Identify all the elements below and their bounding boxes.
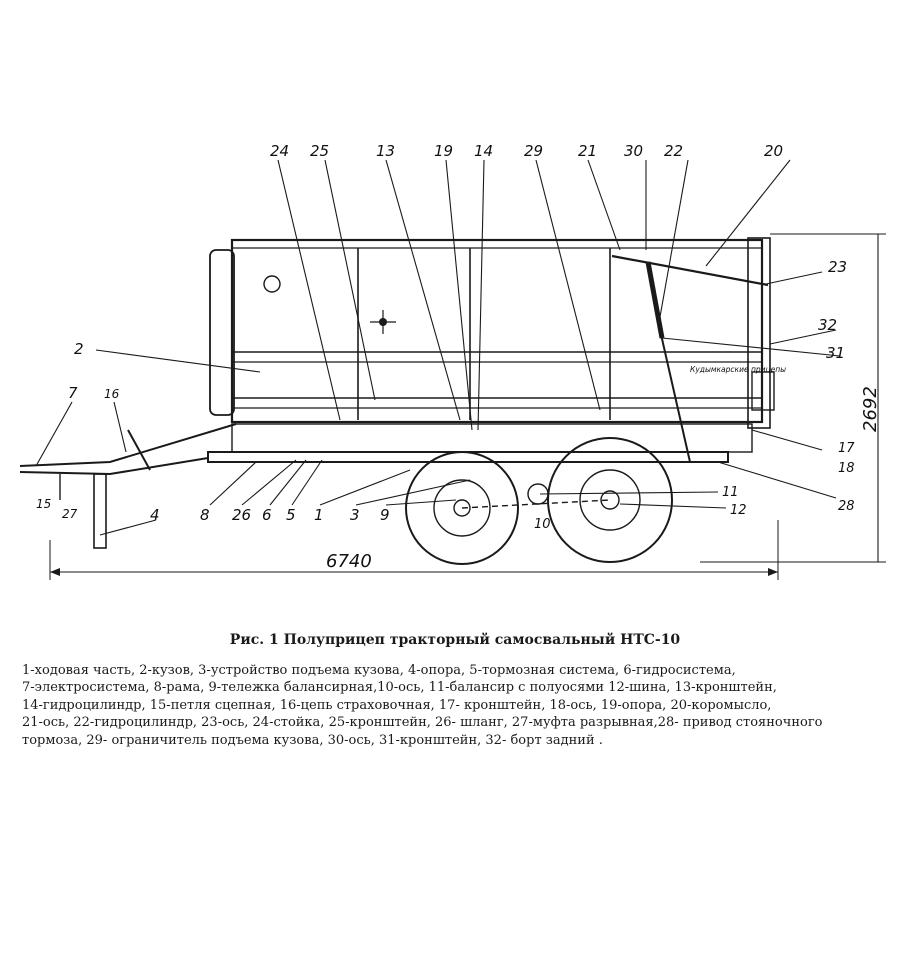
callout-8: 8 (200, 506, 210, 524)
leader-lines (35, 159, 841, 536)
callout-20: 20 (764, 142, 783, 160)
legend-line: 21-ось, 22-гидроцилиндр, 23-ось, 24-стой… (22, 715, 823, 731)
callout-17: 17 (838, 441, 855, 456)
callout-9: 9 (380, 506, 390, 524)
callout-22: 22 (664, 142, 683, 160)
callout-23: 23 (828, 258, 847, 276)
callout-21: 21 (578, 142, 597, 160)
callout-18: 18 (838, 461, 855, 476)
wheel-front (405, 451, 519, 565)
callout-32: 32 (818, 316, 837, 334)
callout-1: 1 (314, 506, 324, 524)
callout-6: 6 (262, 506, 272, 524)
callout-14: 14 (474, 142, 493, 160)
length-dimension: 6740 (49, 520, 779, 580)
callout-3: 3 (350, 506, 360, 524)
callout-7: 7 (68, 384, 78, 402)
callout-30: 30 (624, 142, 643, 160)
callout-25: 25 (310, 142, 329, 160)
hoist-cylinder (611, 254, 769, 463)
callout-2: 2 (74, 340, 84, 358)
callout-12: 12 (730, 503, 747, 518)
callout-labels: 24 25 13 19 14 29 21 30 22 20 23 32 31 2… (36, 142, 855, 532)
wheel-rear (547, 437, 673, 563)
callout-16: 16 (104, 387, 120, 401)
callout-19: 19 (434, 142, 453, 160)
callout-11: 11 (722, 485, 739, 500)
svg-text:Кудымкарские прицепы: Кудымкарские прицепы (690, 365, 786, 374)
legend-line: 14-гидроцилиндр, 15-петля сцепная, 16-це… (22, 697, 772, 713)
parts-legend: 1-ходовая часть, 2-кузов, 3-устройство п… (22, 662, 882, 749)
height-dimension: 2692 (700, 233, 886, 563)
height-value: 2692 (860, 386, 881, 432)
chassis-frame (19, 423, 753, 549)
length-value: 6740 (326, 551, 372, 572)
legend-line: тормоза, 29- ограничитель подъема кузова… (22, 732, 603, 748)
figure-caption: Рис. 1 Полуприцеп тракторный самосвальны… (229, 632, 681, 648)
callout-31: 31 (826, 344, 845, 362)
trailer-body (209, 237, 775, 429)
balancer (461, 483, 611, 509)
callout-5: 5 (286, 506, 296, 524)
callout-28: 28 (838, 499, 855, 514)
callout-13: 13 (376, 142, 395, 160)
legend-line: 7-электросистема, 8-рама, 9-тележка бала… (22, 680, 777, 696)
callout-26: 26 (232, 506, 251, 524)
callout-15: 15 (36, 497, 51, 511)
callout-10: 10 (534, 517, 551, 532)
callout-29: 29 (524, 142, 543, 160)
callout-4: 4 (150, 506, 160, 524)
callout-24: 24 (270, 142, 289, 160)
trailer-drawing: Кудымкарские прицепы (19, 142, 886, 580)
body-sign: Кудымкарские прицепы (263, 275, 786, 374)
callout-27: 27 (62, 507, 78, 521)
legend-line: 1-ходовая часть, 2-кузов, 3-устройство п… (22, 663, 736, 678)
